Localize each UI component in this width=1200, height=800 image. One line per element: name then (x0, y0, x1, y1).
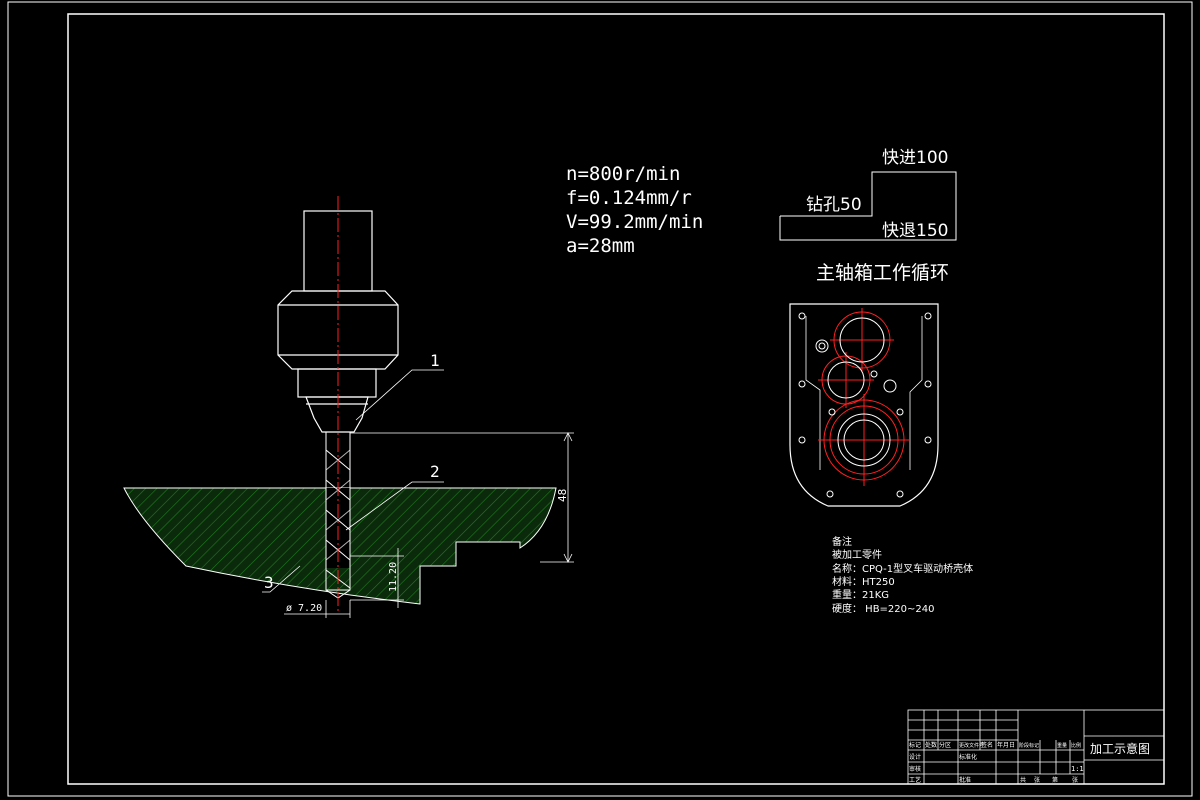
tb-label-weight: 重量 (1057, 742, 1067, 749)
tb-label-page: 第 (1052, 776, 1058, 784)
dimension-lines (284, 432, 574, 618)
dim-depth-48: 48 (556, 489, 569, 502)
tb-label-count: 处数 (925, 741, 937, 749)
notes-line-1: 被加工零件 (832, 548, 882, 561)
param-v: V=99.2mm/min (566, 211, 703, 233)
inner-frame (67, 13, 1165, 785)
notes-line-3: 材料：HT250 (832, 575, 895, 588)
tb-label-standard: 标准化 (959, 753, 977, 761)
param-a: a=28mm (566, 235, 635, 257)
tb-label-process: 工艺 (909, 776, 921, 784)
housing-part-view (789, 303, 939, 507)
outer-frame (7, 1, 1193, 797)
tb-label-date: 年月日 (997, 741, 1015, 749)
title-block (907, 709, 1165, 785)
tb-label-stage: 阶段标记 (1019, 742, 1039, 749)
tb-label-zone: 分区 (939, 741, 951, 749)
cycle-fast-return: 快退150 (882, 221, 948, 241)
tb-label-sheets-1: 张 (1034, 776, 1040, 784)
title-block-labels: 标记 处数 分区 更改文件号 签名 年月日 设计 标准化 审核 工艺 批准 阶段… (909, 741, 1150, 784)
cycle-drill: 钻孔50 (806, 195, 862, 215)
callout-3: 3 (264, 573, 274, 592)
notes-block: 备注 被加工零件 名称：CPQ-1型叉车驱动桥壳体 材料：HT250 重量：21… (832, 535, 973, 615)
callout-2: 2 (430, 462, 440, 481)
tb-label-approve: 批准 (959, 776, 971, 784)
tb-scale-value: 1:1 (1071, 765, 1084, 773)
notes-line-5: 硬度： HB=220~240 (832, 602, 935, 615)
callout-1: 1 (430, 351, 440, 370)
tb-label-total: 共 (1020, 776, 1026, 784)
notes-line-2: 名称：CPQ-1型叉车驱动桥壳体 (832, 562, 973, 575)
workpiece-section (123, 487, 557, 605)
cutting-parameters: n=800r/min f=0.124mm/r V=99.2mm/min a=28… (566, 163, 703, 257)
tb-label-sheets-2: 张 (1072, 776, 1078, 784)
tb-label-sign: 签名 (981, 741, 993, 749)
tb-label-change: 更改文件号 (959, 742, 984, 749)
work-cycle-diagram (779, 171, 957, 241)
notes-heading: 备注 (832, 535, 852, 548)
tb-label-mark: 标记 (909, 741, 921, 749)
param-n: n=800r/min (566, 163, 680, 185)
notes-line-4: 重量：21KG (832, 588, 889, 601)
callout-leaders (262, 369, 444, 593)
param-f: f=0.124mm/r (566, 187, 692, 209)
tb-label-scale: 比例 (1071, 742, 1081, 749)
tb-label-design: 设计 (909, 753, 921, 761)
tb-label-review: 审核 (909, 765, 921, 773)
cycle-fast-forward: 快进100 (882, 148, 948, 168)
dim-diameter: ø 7.20 (286, 603, 322, 614)
tb-drawing-title: 加工示意图 (1090, 741, 1150, 756)
dim-hole-depth: 11.20 (388, 562, 399, 592)
cycle-title: 主轴箱工作循环 (816, 262, 949, 284)
